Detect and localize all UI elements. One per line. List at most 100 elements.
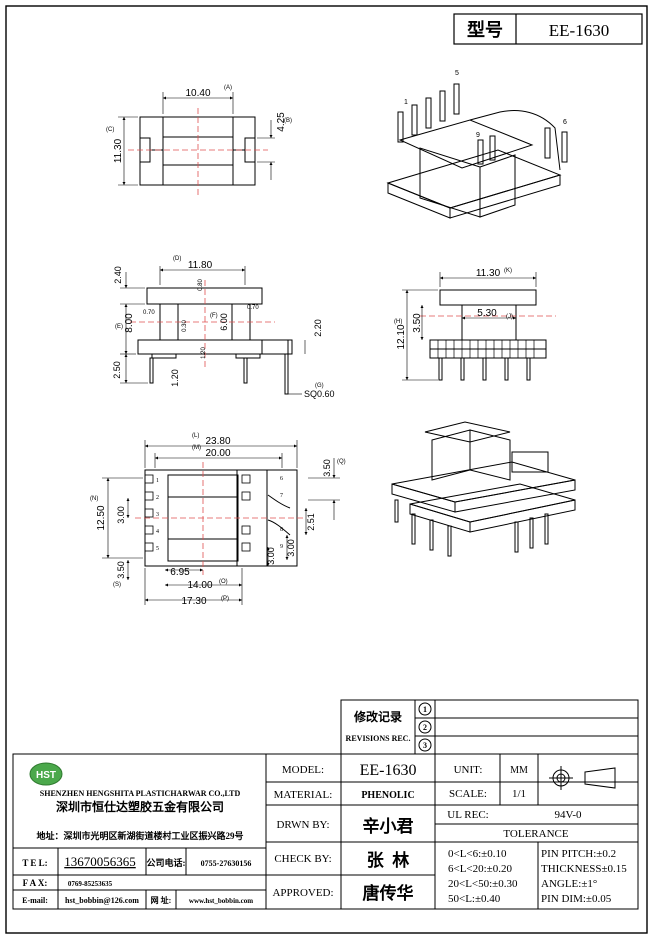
tolerance-list: 0<L<6:±0.106<L<20:±0.2020<L<50:±0.3050<L…	[448, 848, 518, 905]
header-model-box: 型号 EE-1630	[453, 13, 643, 45]
company-name-en: SHENZHEN HENGSHITA PLASTICHARWAR CO.,LTD	[40, 789, 241, 798]
bottom-pin-label: 3	[156, 512, 159, 518]
top-slot-ref: (B)	[284, 118, 292, 124]
side-height-dim: 12.10	[396, 324, 407, 349]
fax-label: F A X:	[23, 878, 48, 888]
top-width-ref: (A)	[224, 85, 232, 91]
front-body-ref: (E)	[115, 324, 123, 330]
bottom-pin-label: 7	[280, 493, 283, 499]
front-d070a: 0.70	[143, 310, 155, 316]
check-label: CHECK BY:	[274, 853, 331, 865]
front-d600-ref: (F)	[210, 313, 218, 319]
bottom-overall-dim: 23.80	[205, 436, 230, 447]
header-model-label: 型号	[467, 19, 503, 40]
side-width-dim: 11.30	[476, 268, 501, 279]
bottom-overall-ref: (L)	[192, 433, 199, 439]
side-view	[402, 272, 556, 381]
scale-label: SCALE:	[449, 788, 487, 800]
model-value: EE-1630	[360, 762, 417, 779]
phone-value: 0755-27630156	[201, 859, 252, 868]
bottom-d695: 6.95	[170, 567, 190, 578]
top-height-ref: (C)	[106, 127, 114, 133]
iso-pin-label-6: 6	[563, 119, 567, 126]
web-value: www.hst_bobbin.com	[189, 897, 253, 905]
revisions-title-en: REVISIONS REC.	[346, 734, 411, 743]
top-view	[118, 92, 275, 195]
top-height-dim: 11.30	[113, 138, 124, 163]
model-label: MODEL:	[282, 764, 324, 776]
check-value: 张 林	[367, 850, 410, 870]
logo-text: HST	[36, 770, 56, 781]
bottom-pin-label: 9	[280, 544, 283, 550]
side-inner-ref: (J)	[506, 314, 513, 320]
web-label: 网 址:	[151, 895, 172, 905]
front-pin-ref: (G)	[315, 383, 324, 389]
top-slot-dim: 4.25	[276, 112, 287, 132]
tel-label: T E L:	[22, 858, 47, 868]
bottom-d1400: 14.00	[187, 580, 212, 591]
iso-pin-label-5: 5	[455, 70, 459, 77]
side-d350: 3.50	[412, 313, 423, 333]
drawn-value: 辛小君	[363, 816, 414, 836]
bottom-d350a: 3.50	[322, 459, 332, 477]
iso-pin-label-9: 9	[476, 132, 480, 139]
pin-tolerance-line: PIN PITCH:±0.2	[541, 848, 616, 860]
side-height-ref: (H)	[394, 319, 402, 325]
front-width-dim: 11.80	[188, 260, 213, 271]
projection-symbol-icon	[549, 766, 616, 790]
front-top-h-dim: 2.40	[113, 266, 123, 284]
fax-value: 0769-85253635	[68, 880, 113, 888]
bottom-view	[102, 440, 340, 605]
front-d030: 0.30	[182, 320, 188, 332]
bottom-d300b: 3.00	[286, 539, 296, 557]
tolerance-line: 6<L<20:±0.20	[448, 863, 512, 875]
front-d070b: 0.70	[247, 305, 259, 311]
pin-tolerance-line: THICKNESS±0.15	[541, 863, 627, 875]
material-label: MATERIAL:	[274, 789, 333, 801]
drawn-label: DRWN BY:	[276, 819, 329, 831]
bottom-d350b: 3.50	[116, 561, 126, 579]
bottom-d300c: 3.00	[266, 547, 276, 565]
bottom-d350a-ref: (Q)	[337, 459, 346, 465]
bottom-pin-label: 4	[156, 529, 159, 535]
front-pin-size: SQ0.60	[304, 389, 335, 399]
front-view	[120, 266, 306, 395]
bottom-pin-label: 5	[156, 546, 159, 552]
bottom-d1730-ref: (P)	[221, 596, 229, 602]
bottom-pin-label: 8	[280, 527, 283, 533]
side-width-ref: (K)	[504, 268, 512, 274]
company-address: 地址：深圳市光明区新湖街道楼村工业区振兴路29号	[36, 830, 243, 841]
bottom-pin-label: 2	[156, 495, 159, 501]
bottom-d350b-ref: (S)	[113, 582, 121, 588]
revision-row-1: 1	[423, 705, 427, 714]
bottom-pin-label: 1	[156, 478, 159, 484]
top-width-dim: 10.40	[185, 88, 210, 99]
bottom-d1400-ref: (O)	[219, 579, 228, 585]
side-inner-dim: 5.30	[477, 308, 497, 319]
company-name-cn: 深圳市恒仕达塑胶五金有限公司	[56, 799, 224, 814]
unit-value: MM	[510, 765, 528, 776]
revisions-block	[340, 699, 639, 755]
front-d080: 0.80	[198, 279, 204, 291]
pin-tolerance-line: PIN DIM:±0.05	[541, 893, 612, 905]
bottom-inner-dim: 20.00	[205, 448, 230, 459]
sheet-border	[5, 5, 648, 934]
ul-value: 94V-0	[554, 809, 582, 821]
tolerance-line: 20<L<50:±0.30	[448, 878, 518, 890]
tolerance-line: 0<L<6:±0.10	[448, 848, 507, 860]
revision-row-3: 3	[423, 741, 427, 750]
front-d120a: 1.20	[201, 347, 207, 359]
approved-label: APPROVED:	[272, 887, 333, 899]
iso-view-top	[386, 83, 568, 219]
bottom-height-dim: 12.50	[96, 505, 107, 530]
bottom-d251: 2.51	[306, 513, 316, 531]
front-body-h-dim: 8.00	[124, 313, 135, 333]
ul-label: UL REC:	[447, 809, 488, 821]
revision-row-2: 2	[423, 723, 427, 732]
hst-logo: HST	[29, 762, 63, 786]
pin-tolerance-line: ANGLE:±1°	[541, 878, 597, 890]
iso-pin-label-1: 1	[404, 99, 408, 106]
email-label: E-mail:	[22, 896, 48, 905]
front-d600: 6.00	[219, 313, 229, 331]
